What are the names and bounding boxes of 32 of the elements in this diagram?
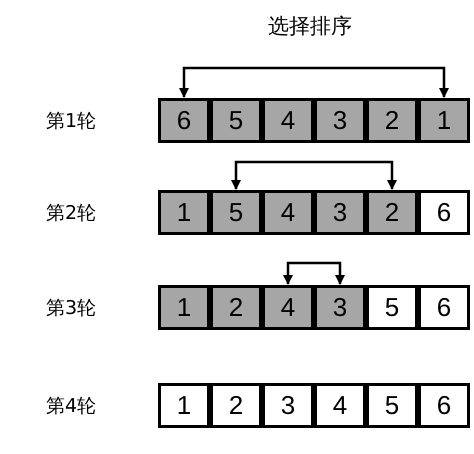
number-cell: 2 [210,285,262,330]
title: 选择排序 [268,13,352,40]
round-label: 第4轮 [46,394,96,419]
number-cell: 4 [314,383,366,428]
number-cell: 1 [418,98,470,143]
number-cell: 6 [158,98,210,143]
number-cell: 5 [366,285,418,330]
number-cell: 2 [366,190,418,235]
round-label: 第3轮 [46,296,96,321]
number-cell: 4 [262,98,314,143]
number-cell: 6 [418,190,470,235]
round-label: 第1轮 [46,109,96,134]
round-label: 第2轮 [46,201,96,226]
number-cell: 5 [210,98,262,143]
swap-arrow [179,66,449,98]
number-cell: 1 [158,285,210,330]
number-cell: 5 [366,383,418,428]
number-cell: 1 [158,383,210,428]
number-cell: 3 [314,190,366,235]
number-cell: 3 [262,383,314,428]
number-cell: 5 [210,190,262,235]
swap-arrow [231,160,397,190]
swap-arrow [283,262,345,285]
number-cell: 4 [262,190,314,235]
number-cell: 2 [210,383,262,428]
number-cell: 3 [314,98,366,143]
number-cell: 6 [418,285,470,330]
number-cell: 6 [418,383,470,428]
number-cell: 4 [262,285,314,330]
number-cell: 2 [366,98,418,143]
number-cell: 1 [158,190,210,235]
number-cell: 3 [314,285,366,330]
